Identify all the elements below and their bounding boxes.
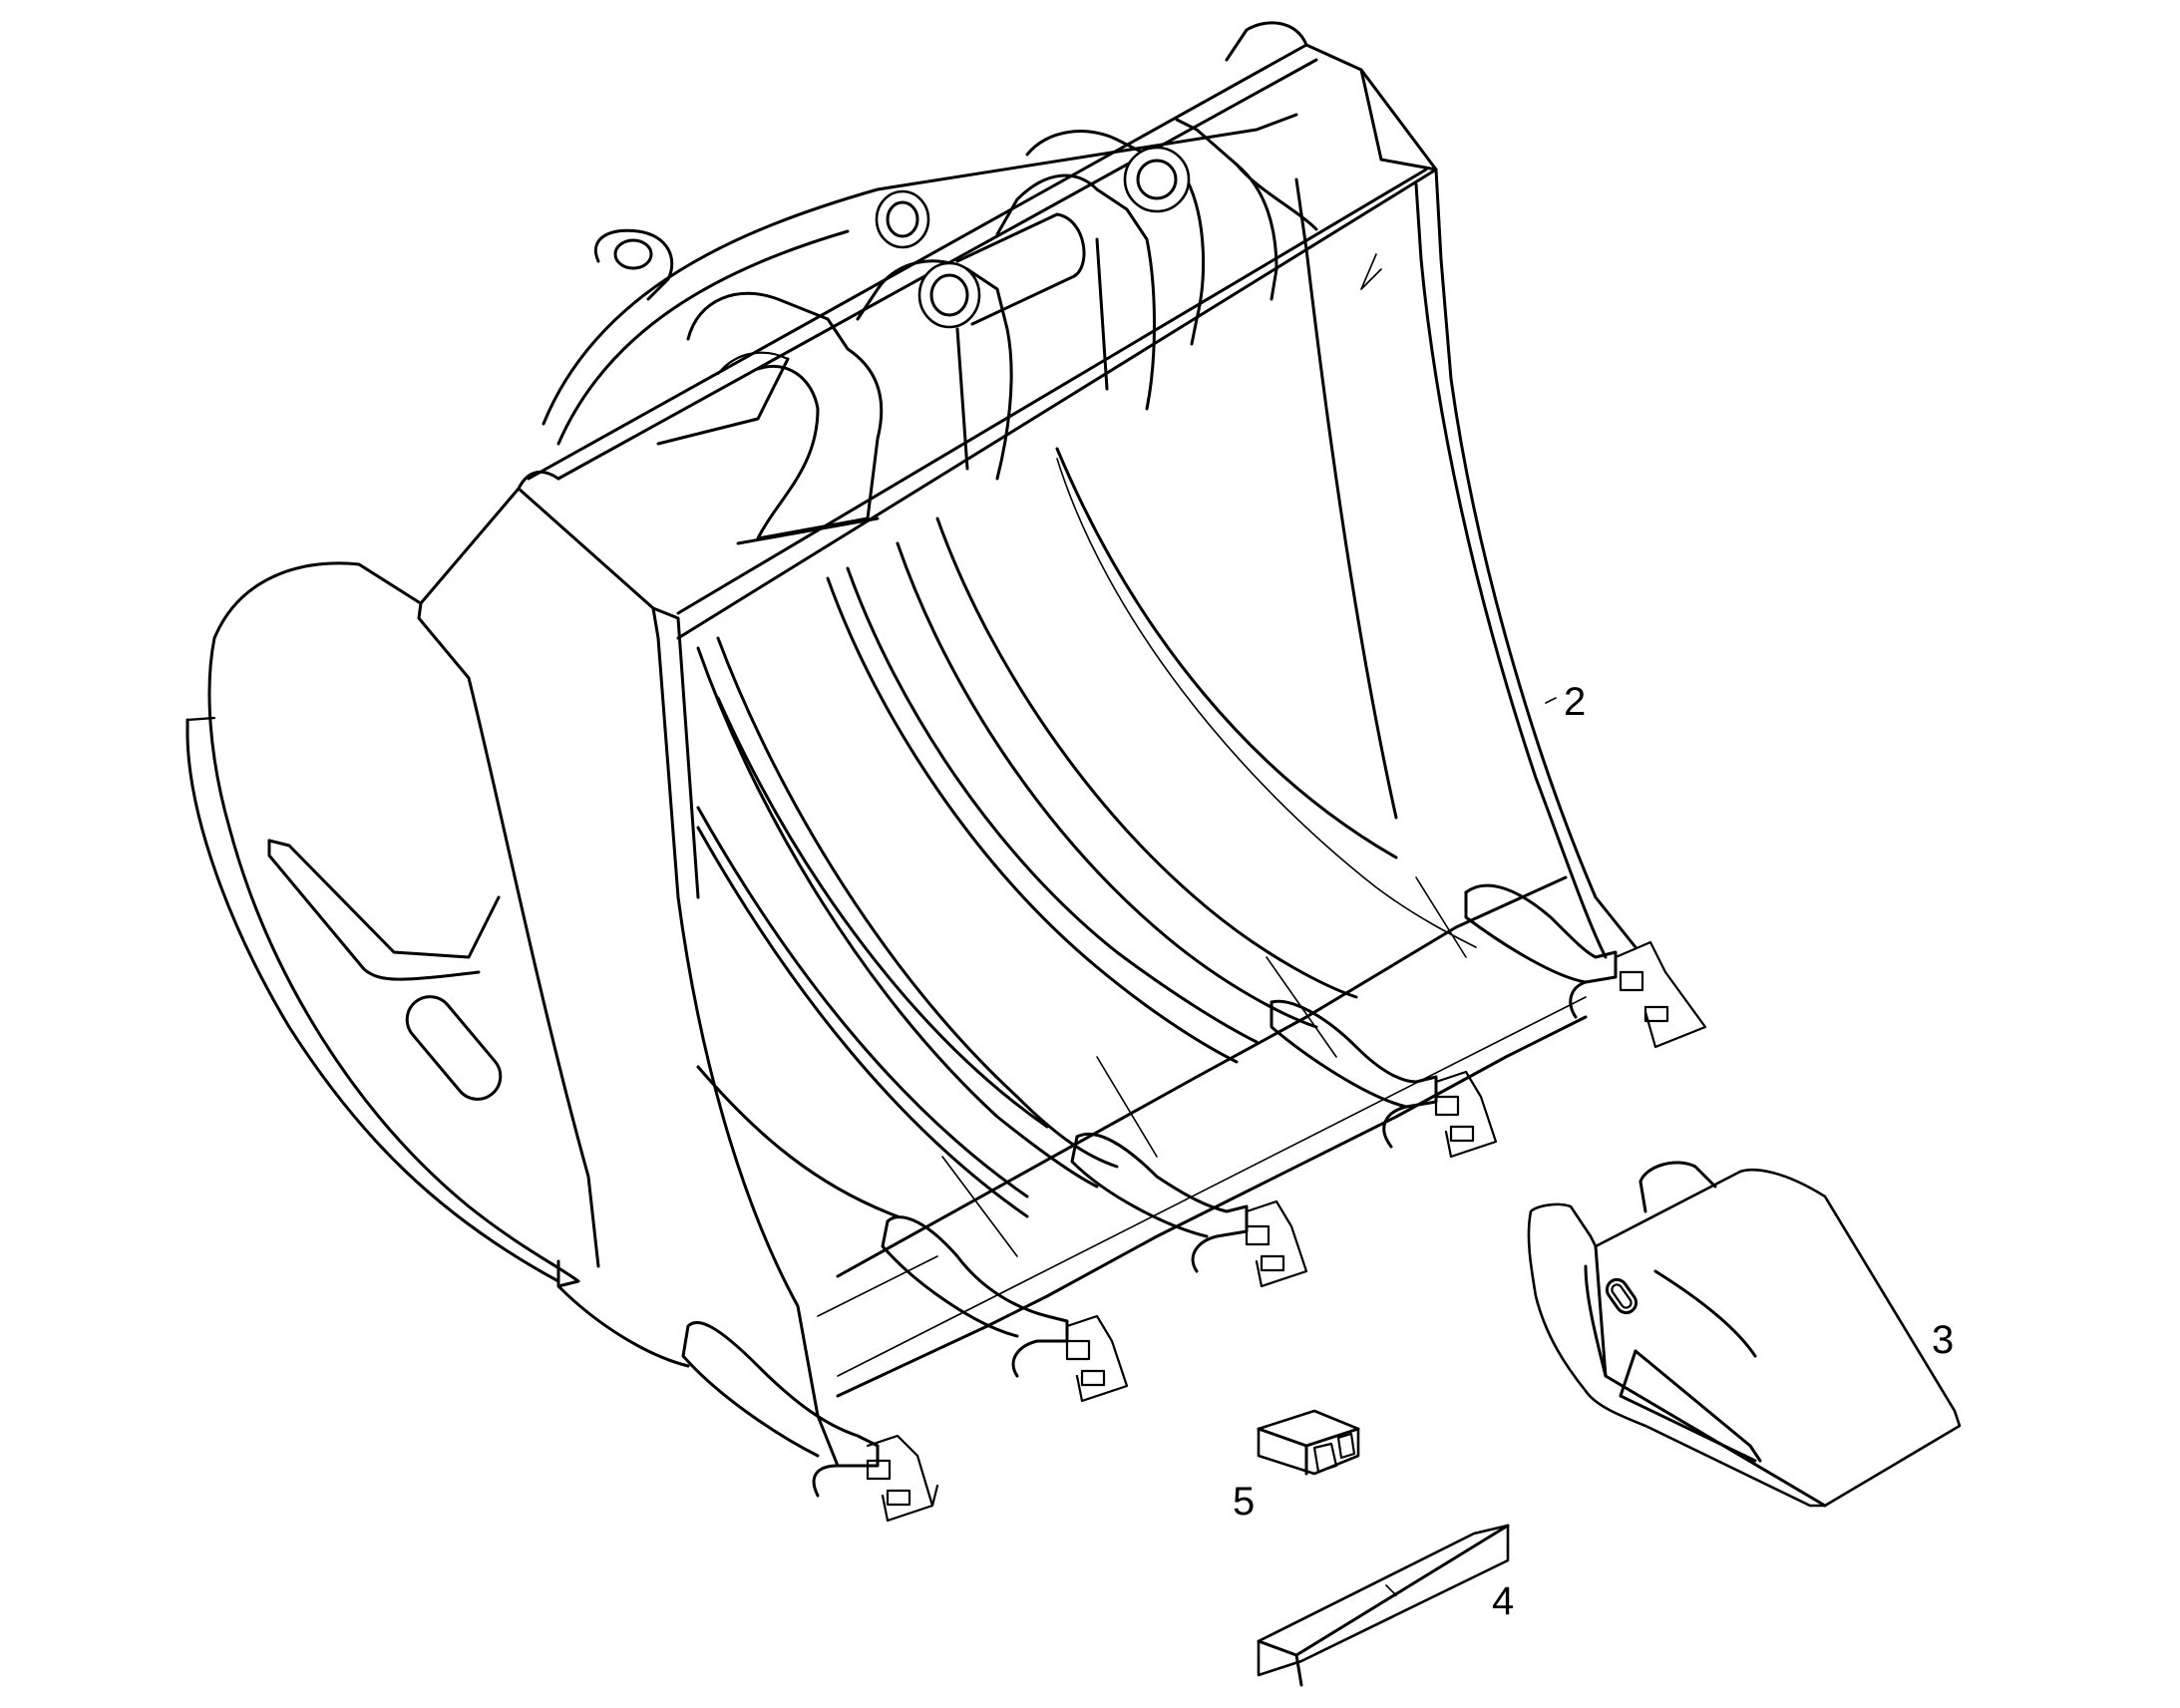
callout-3: 3: [1932, 1318, 1955, 1362]
bucket-side-boss: [267, 839, 501, 959]
callout-2-leader: [1545, 697, 1557, 704]
bucket-tooth-holder-3: [1070, 1132, 1308, 1288]
bucket-pin-boss-right: [1123, 146, 1191, 213]
retainer-block: [1257, 1409, 1360, 1476]
callout-5: 5: [1233, 1480, 1256, 1524]
bucket-middle-ear-right: [995, 173, 1156, 411]
bucket-right-side-plate: [1434, 168, 1637, 949]
bucket-inner-rib-1: [696, 646, 1099, 1189]
bucket-pin-tube: [955, 212, 1086, 326]
bucket-pin-boss-rear: [875, 189, 930, 249]
bucket-top-beam: [527, 43, 1438, 640]
bucket-back-shell: [542, 113, 1298, 426]
tooth-adapter: [1527, 1161, 1962, 1508]
callout-2: 2: [1564, 680, 1587, 724]
bucket-tooth-holder-5: [1464, 883, 1707, 1049]
wear-strip: [1257, 1524, 1510, 1687]
bucket-tooth-holder-2: [881, 1215, 1129, 1403]
bucket-pin-boss-front: [917, 261, 981, 329]
bucket-left-side-plate: [207, 561, 690, 1368]
bucket: [185, 21, 1707, 1523]
bucket-side-slot: [405, 995, 503, 1101]
bucket-left-ear: [686, 291, 884, 540]
bucket-front-left-plate: [417, 601, 600, 1268]
callout-4: 4: [1492, 1579, 1515, 1623]
bucket-tooth-holder-1: [681, 1320, 939, 1523]
bucket-lifting-eye: [594, 228, 674, 301]
bucket-tooth-holder-4: [1270, 999, 1498, 1159]
